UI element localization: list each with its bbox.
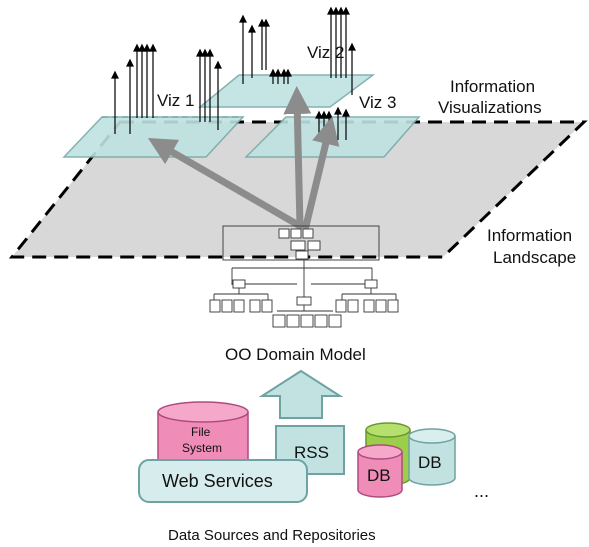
data-value-arrowhead: [206, 48, 214, 57]
data-value-arrowhead: [196, 48, 204, 57]
data-value-arrowhead: [138, 43, 146, 52]
information-landscape-label-line2: Landscape: [493, 248, 576, 267]
data-value-arrowhead: [337, 6, 345, 15]
viz-2-label: Viz 2: [307, 43, 345, 62]
data-value-arrowhead: [269, 68, 277, 77]
viz-1-label: Viz 1: [157, 91, 195, 110]
pink-database: DB: [357, 444, 403, 498]
file-system-label-line1: File: [191, 425, 211, 439]
data-value-arrowhead: [274, 68, 282, 77]
projection-arrows: [147, 86, 340, 230]
data-value-arrowhead: [327, 6, 335, 15]
data-value-arrowhead: [133, 43, 141, 52]
data-value-arrowhead: [111, 70, 119, 79]
data-value-arrowhead: [149, 43, 157, 52]
data-value-arrowhead: [214, 60, 222, 69]
data-value-arrowhead: [239, 14, 247, 23]
data-value-arrowhead: [348, 42, 356, 51]
information-landscape-label-line1: Information: [487, 226, 572, 245]
web-services-label: Web Services: [162, 471, 273, 491]
information-visualizations-label-line2: Visualizations: [438, 98, 542, 117]
domain-model-label: OO Domain Model: [225, 345, 366, 364]
projection-arrow-viz1: [147, 137, 304, 230]
data-value-arrowhead: [332, 6, 340, 15]
teal-db-label: DB: [418, 453, 442, 472]
web-services-source: Web Services: [138, 459, 308, 503]
viz-2-plane: [197, 74, 376, 108]
data-value-arrowhead: [126, 58, 134, 67]
ellipsis-label: ...: [474, 481, 489, 501]
data-value-arrowhead: [248, 24, 256, 33]
file-system-database: File System: [157, 401, 249, 473]
data-value-arrowhead: [342, 108, 350, 117]
viz-3-label: Viz 3: [359, 93, 397, 112]
block-up-arrow-icon: [258, 369, 344, 419]
data-value-arrowhead: [334, 106, 342, 115]
data-sources-label: Data Sources and Repositories: [168, 527, 376, 544]
data-value-arrowhead: [342, 6, 350, 15]
rss-label: RSS: [294, 443, 329, 462]
viz-1-plane: [62, 116, 245, 158]
data-value-arrowhead: [325, 110, 333, 119]
projection-arrow-viz2: [283, 86, 312, 230]
teal-database: DB: [408, 428, 456, 486]
data-value-arrowhead: [284, 68, 292, 77]
file-system-label-line2: System: [182, 441, 222, 455]
pink-db-label: DB: [367, 466, 391, 485]
information-visualizations-label-line1: Information: [450, 77, 535, 96]
data-value-arrowhead: [143, 43, 151, 52]
data-value-arrowhead: [262, 18, 270, 27]
uml-class-diagram-icon: [209, 225, 399, 328]
projection-arrow-viz3: [302, 116, 340, 230]
data-value-arrowhead: [201, 48, 209, 57]
